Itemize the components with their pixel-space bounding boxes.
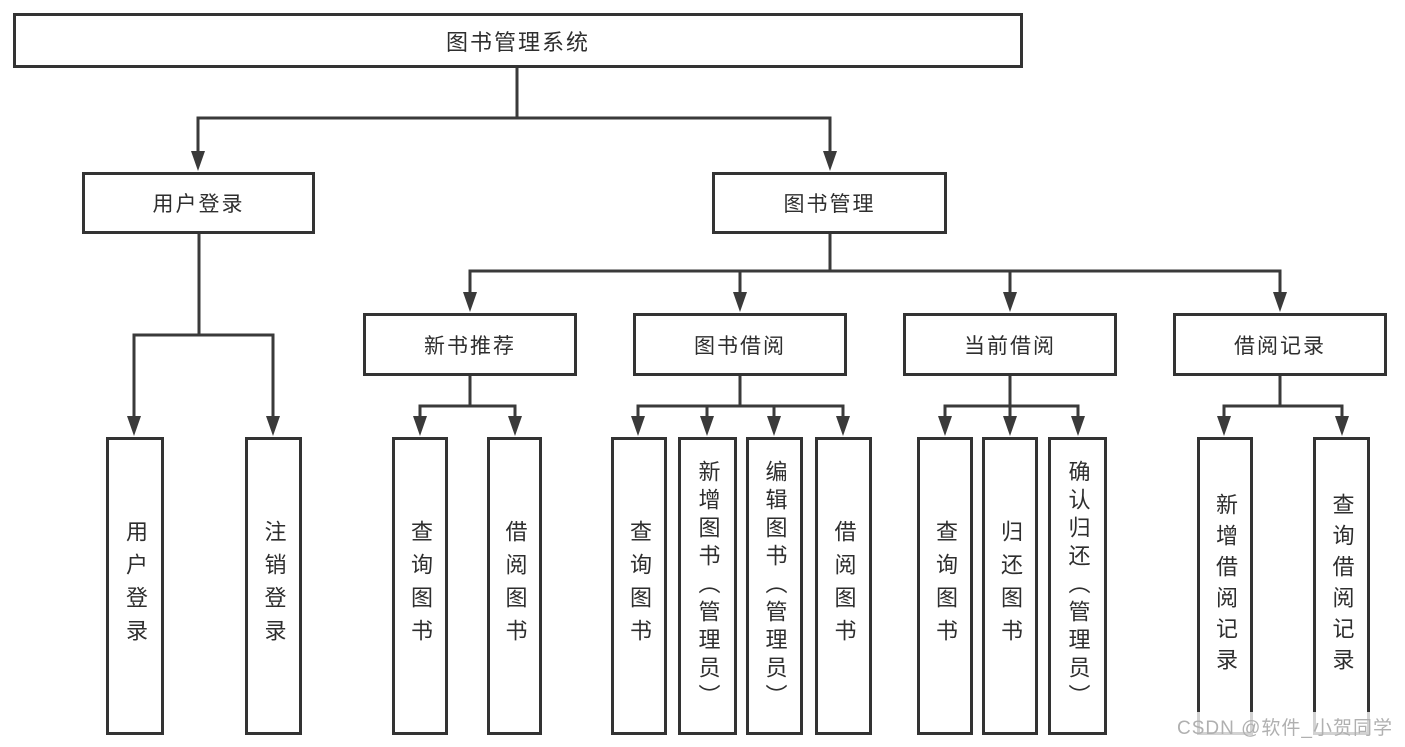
node-borrow-records: 借阅记录 — [1173, 313, 1387, 376]
leaf-return-book: 归还图书 — [982, 437, 1038, 735]
leaf-confirm-return-admin: 确认归还（管理员） — [1048, 437, 1107, 735]
leaf-logout-login: 注销登录 — [245, 437, 302, 735]
leaf-add-book-admin: 新增图书（管理员） — [678, 437, 737, 735]
leaf-query-book-borrow-label: 查询图书 — [627, 520, 652, 652]
leaf-add-borrow-record-label: 新增借阅记录 — [1213, 493, 1238, 679]
leaf-add-borrow-record: 新增借阅记录 — [1197, 437, 1253, 735]
leaf-query-book-recommend: 查询图书 — [392, 437, 448, 735]
leaf-logout-login-label: 注销登录 — [261, 520, 287, 652]
node-book-management: 图书管理 — [712, 172, 947, 234]
leaf-query-borrow-record: 查询借阅记录 — [1313, 437, 1370, 735]
leaf-query-book-borrow: 查询图书 — [611, 437, 667, 735]
node-user-login-label: 用户登录 — [152, 193, 245, 216]
leaf-borrow-book-recommend: 借阅图书 — [487, 437, 542, 735]
leaf-query-book-current-label: 查询图书 — [933, 520, 958, 652]
leaf-borrow-book-recommend-label: 借阅图书 — [502, 520, 528, 652]
node-system-root: 图书管理系统 — [13, 13, 1023, 68]
leaf-query-book-current: 查询图书 — [917, 437, 973, 735]
node-new-book-recommend-label: 新书推荐 — [424, 334, 516, 358]
node-book-borrow: 图书借阅 — [633, 313, 847, 376]
leaf-edit-book-admin: 编辑图书（管理员） — [746, 437, 803, 735]
leaf-query-borrow-record-label: 查询借阅记录 — [1329, 493, 1355, 679]
node-borrow-records-label: 借阅记录 — [1234, 334, 1326, 358]
leaf-borrow-book-borrow: 借阅图书 — [815, 437, 872, 735]
leaf-user-login: 用户登录 — [106, 437, 164, 735]
node-system-root-label: 图书管理系统 — [445, 29, 590, 55]
node-user-login: 用户登录 — [82, 172, 315, 234]
leaf-borrow-book-borrow-label: 借阅图书 — [831, 520, 857, 652]
node-current-borrow-label: 当前借阅 — [964, 334, 1056, 358]
watermark: CSDN @软件_小贺同学 — [1172, 712, 1398, 740]
leaf-return-book-label: 归还图书 — [998, 520, 1023, 652]
leaf-user-login-label: 用户登录 — [123, 520, 148, 652]
leaf-confirm-return-admin-label: 确认归还（管理员） — [1065, 460, 1091, 712]
leaf-add-book-admin-label: 新增图书（管理员） — [695, 460, 721, 712]
node-book-management-label: 图书管理 — [783, 193, 876, 216]
leaf-edit-book-admin-label: 编辑图书（管理员） — [762, 460, 788, 712]
node-current-borrow: 当前借阅 — [903, 313, 1117, 376]
node-book-borrow-label: 图书借阅 — [694, 334, 786, 358]
node-new-book-recommend: 新书推荐 — [363, 313, 577, 376]
leaf-query-book-recommend-label: 查询图书 — [408, 520, 433, 652]
